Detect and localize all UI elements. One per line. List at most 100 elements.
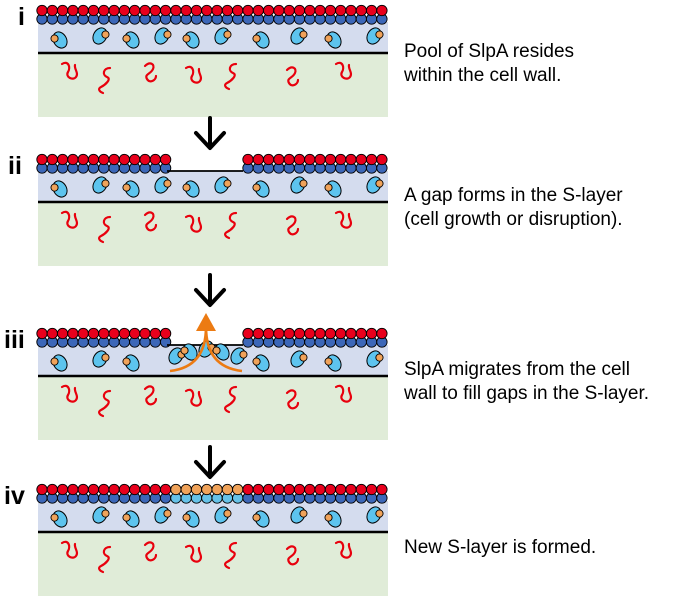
slpa-cap	[223, 179, 232, 188]
slpa-cap	[163, 30, 172, 39]
panel-1	[36, 4, 388, 117]
s-layer-outer-bead	[324, 327, 337, 340]
slpa-cap	[50, 513, 59, 522]
slpa-cap	[299, 353, 308, 362]
s-layer-outer-bead	[36, 483, 48, 496]
slpa-cap	[324, 513, 333, 522]
slpa-cap	[324, 183, 333, 192]
s-layer-outer-bead	[87, 327, 100, 340]
slpa-cap	[180, 346, 189, 355]
slpa-cap	[375, 30, 384, 39]
slpa-protein	[50, 180, 68, 198]
slpa-cap	[122, 34, 131, 43]
s-layer-outer-bead	[304, 4, 316, 17]
cytoplasm-strand	[285, 66, 300, 87]
slpa-cap	[50, 357, 59, 366]
slpa-cap	[101, 509, 110, 518]
cytoplasm-strand	[143, 541, 158, 562]
s-layer-outer-bead	[314, 4, 326, 17]
s-layer-outer-bead	[355, 483, 367, 496]
migration-arrowhead	[196, 313, 216, 331]
panel-label-ii: ii	[8, 152, 22, 180]
s-layer-outer-bead	[149, 153, 161, 166]
s-layer-outer-bead	[283, 4, 295, 17]
slpa-protein	[122, 354, 140, 372]
slpa-protein	[290, 176, 308, 194]
s-layer-outer-bead	[293, 327, 306, 340]
s-layer-outer-bead	[180, 483, 192, 496]
s-layer-outer-bead	[242, 153, 254, 166]
step-arrow-head	[194, 131, 226, 150]
slpa-cap	[101, 179, 110, 188]
s-layer-outer-bead	[335, 4, 347, 17]
s-layer-outer-bead	[314, 483, 326, 496]
s-layer-outer-bead	[232, 483, 244, 496]
cytoplasm-strand	[285, 215, 300, 236]
s-layer-outer-bead	[77, 4, 89, 17]
s-layer-outer-bead	[77, 327, 89, 340]
s-layer-outer-bead	[252, 327, 264, 340]
s-layer-outer-bead	[56, 153, 69, 166]
s-layer-outer-bead	[36, 4, 48, 17]
slpa-protein	[252, 354, 270, 372]
slpa-protein	[168, 347, 186, 365]
cytoplasm-strand	[285, 389, 300, 410]
cytoplasm-strand	[184, 388, 203, 407]
slpa-cap	[252, 34, 261, 43]
slpa-cap	[223, 30, 232, 39]
slpa-protein	[154, 506, 172, 524]
slpa-protein	[50, 510, 68, 528]
s-layer-outer-bead	[139, 4, 151, 17]
s-layer-outer-bead	[376, 153, 388, 166]
step-arrow-1	[194, 116, 226, 150]
caption-panel-iv: New S-layer is formed.	[404, 536, 596, 560]
s-layer-outer-bead	[345, 483, 357, 496]
caption-line: A gap forms in the S-layer	[404, 185, 623, 206]
s-layer-outer-bead	[201, 4, 213, 17]
s-layer-outer-bead	[87, 4, 100, 17]
slpa-cap	[163, 179, 172, 188]
s-layer-outer-bead	[252, 483, 264, 496]
s-layer-outer-bead	[170, 483, 182, 496]
s-layer-outer-bead	[159, 327, 172, 340]
slpa-protein	[122, 31, 140, 49]
panel-4	[36, 483, 388, 596]
s-layer-outer-bead	[56, 483, 69, 496]
slpa-protein	[180, 343, 198, 361]
s-layer-outer-bead	[87, 483, 100, 496]
slpa-cap	[101, 353, 110, 362]
cytoplasm-strand	[97, 389, 112, 418]
slpa-cap	[324, 34, 333, 43]
migration-path-right	[204, 326, 243, 373]
s-layer-outer-bead	[355, 327, 367, 340]
slpa-protein	[214, 506, 232, 524]
s-layer-outer-bead	[98, 483, 110, 496]
slpa-cap	[50, 34, 59, 43]
s-layer-outer-bead	[87, 153, 100, 166]
s-layer-outer-bead	[159, 4, 172, 17]
slpa-protein	[366, 27, 384, 45]
cytoplasm-strand	[334, 210, 353, 229]
cytoplasm-strand	[334, 384, 353, 403]
cytoplasm-strand	[97, 215, 112, 244]
s-layer-outer-bead	[376, 483, 388, 496]
slpa-protein	[182, 31, 200, 49]
slpa-cap	[182, 513, 191, 522]
caption-panel-ii: A gap forms in the S-layer (cell growth …	[404, 184, 623, 232]
s-layer-outer-bead	[335, 153, 347, 166]
s-layer-outer-bead	[190, 4, 203, 17]
s-layer-outer-bead	[262, 153, 275, 166]
s-layer-outer-bead	[262, 483, 275, 496]
panel-label-iv: iv	[4, 482, 25, 510]
cytoplasm-strand	[223, 385, 238, 414]
s-layer-outer-bead	[118, 153, 131, 166]
s-layer-outer-bead	[46, 327, 58, 340]
s-layer-outer-bead	[67, 4, 79, 17]
s-layer-outer-bead	[67, 483, 79, 496]
s-layer-outer-bead	[108, 4, 120, 17]
s-layer-outer-bead	[324, 4, 337, 17]
s-layer-outer-bead	[139, 153, 151, 166]
s-layer-outer-bead	[211, 4, 223, 17]
s-layer-outer-bead	[355, 153, 367, 166]
s-layer-outer-bead	[232, 4, 244, 17]
